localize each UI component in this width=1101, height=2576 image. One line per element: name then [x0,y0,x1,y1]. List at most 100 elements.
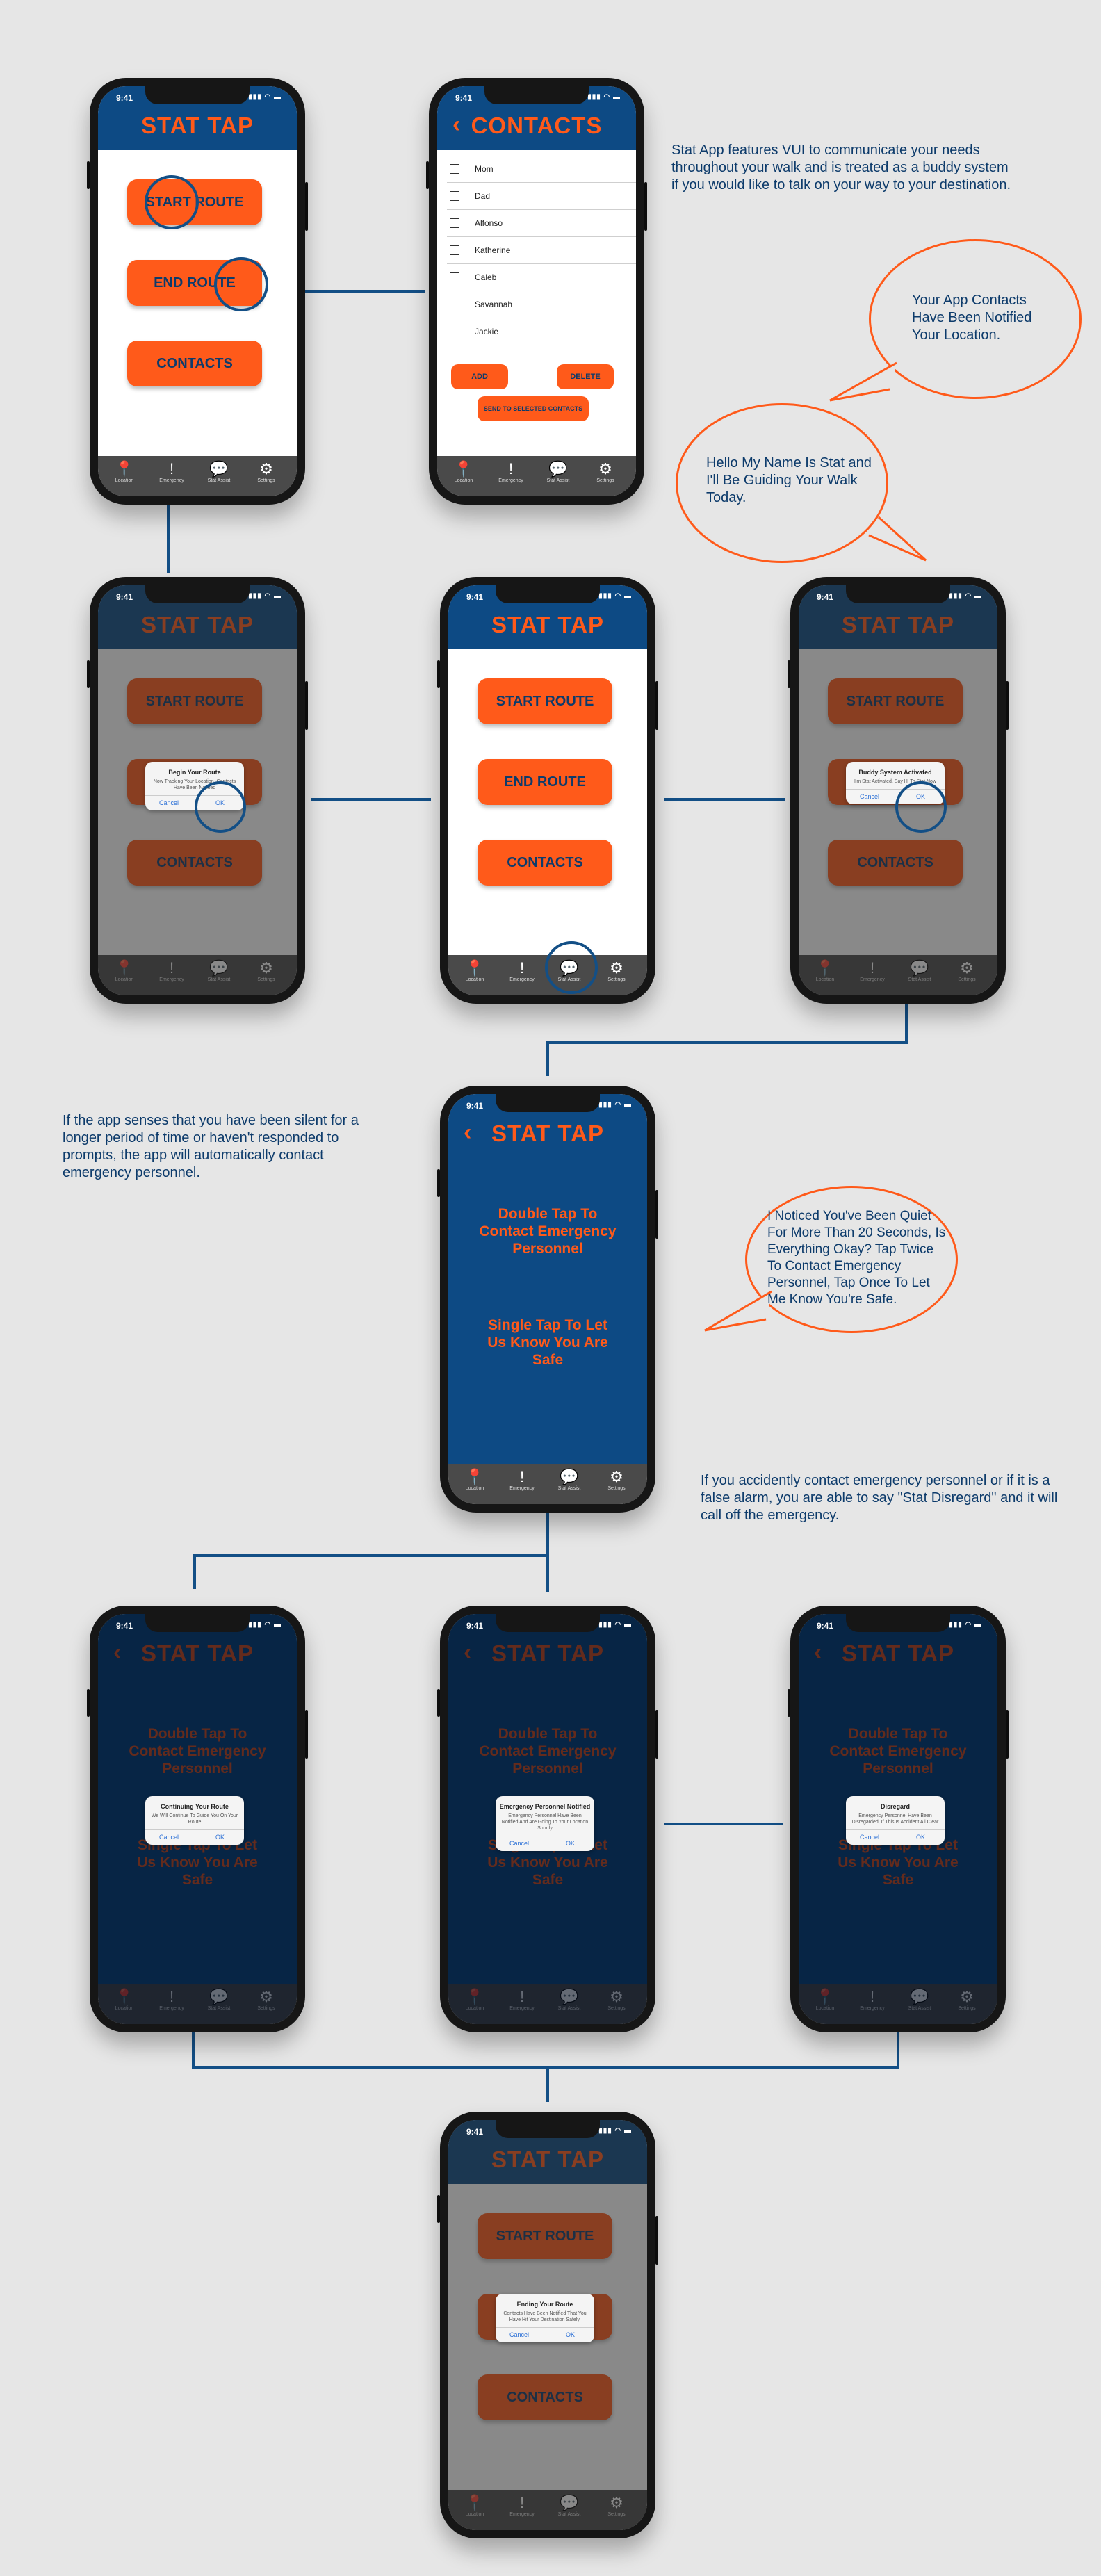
connector-line [311,798,431,801]
alert-icon: ! [169,460,174,478]
tab-emergency[interactable]: !Emergency [501,959,543,982]
alert-cancel-button[interactable]: Cancel [860,793,880,800]
app-title: STAT TAP [491,1120,604,1146]
chat-icon: 💬 [548,460,568,478]
alert-ok-button[interactable]: OK [215,1834,225,1841]
gear-icon: ⚙ [610,1468,623,1485]
contact-checkbox[interactable] [450,245,459,255]
contacts-button[interactable]: CONTACTS [478,840,612,886]
alert-emergency-notified: Emergency Personnel Notified Emergency P… [496,1796,594,1851]
tab-settings[interactable]: ⚙Settings [585,460,626,483]
connector-line [546,1041,908,1044]
tab-emergency[interactable]: !Emergency [501,1468,543,1491]
phone-screen: 9:41▮▮▮ ◠ ▬ ‹ STAT TAP Double Tap To Con… [98,1614,297,2024]
contact-name: Caleb [475,272,497,282]
connector-line [664,798,785,801]
back-arrow-icon[interactable]: ‹ [452,111,461,138]
alert-ok-button[interactable]: OK [915,1834,925,1841]
tab-location[interactable]: 📍Location [443,460,484,483]
tab-settings[interactable]: ⚙Settings [245,460,287,483]
contact-name: Dad [475,191,491,201]
phone-screen: 9:41▮▮▮ ◠ ▬ STAT TAP START ROUTE END ROU… [799,585,997,995]
connector-line [264,290,425,293]
signal-icon: ▮▮▮ ◠ ▬ [598,592,632,600]
alert-ok-button[interactable]: OK [565,2331,575,2338]
alert-cancel-button[interactable]: Cancel [509,1840,530,1847]
tap-highlight-ring [145,175,199,229]
phone-screen: 9:41▮▮▮ ◠ ▬ STAT TAP START ROUTE END ROU… [448,2120,647,2530]
contact-row[interactable]: Mom [447,156,636,183]
add-contact-button[interactable]: ADD [451,364,508,389]
contact-name: Jackie [475,327,499,336]
contact-row[interactable]: Katherine [447,237,636,264]
chat-icon: 💬 [209,460,229,478]
map-pin-icon: 📍 [115,460,134,478]
tab-bar: 📍Location !Emergency 💬Stat Assist ⚙Setti… [98,456,297,496]
tab-stat-assist[interactable]: 💬Stat Assist [198,460,240,483]
connector-line [192,2066,899,2069]
contact-checkbox[interactable] [450,300,459,309]
contact-row[interactable]: Caleb [447,264,636,291]
phone-screen: 9:41▮▮▮ ◠ ▬ ‹ STAT TAP Double Tap To Con… [799,1614,997,2024]
phone-buddy-system: 9:41▮▮▮ ◠ ▬ STAT TAP START ROUTE END ROU… [788,577,1009,1004]
tab-stat-assist[interactable]: 💬Stat Assist [548,1468,590,1491]
contacts-button[interactable]: CONTACTS [127,341,262,386]
contact-checkbox[interactable] [450,191,459,201]
speech-bubble [676,403,888,563]
bubble-tail [704,1290,772,1332]
phone-emergency: 9:41▮▮▮ ◠ ▬ ‹ STAT TAP Double Tap To Con… [437,1086,658,1513]
contact-checkbox[interactable] [450,164,459,174]
contact-checkbox[interactable] [450,272,459,282]
alert-cancel-button[interactable]: Cancel [159,1834,179,1841]
phone-screen: 9:41▮▮▮ ◠ ▬ STAT TAP START ROUTE END ROU… [98,86,297,496]
note-vui: Stat App features VUI to communicate you… [671,142,1011,193]
phone-screen: 9:41▮▮▮ ◠ ▬ STAT TAP START ROUTE END ROU… [448,585,647,995]
end-route-button[interactable]: END ROUTE [478,759,612,805]
signal-icon: ▮▮▮ ◠ ▬ [248,93,282,101]
send-to-contacts-button[interactable]: SEND TO SELECTED CONTACTS [478,396,589,421]
tab-settings[interactable]: ⚙Settings [596,1468,637,1491]
alert-cancel-button[interactable]: Cancel [509,2331,530,2338]
tab-emergency[interactable]: !Emergency [151,460,193,483]
alert-continuing-route: Continuing Your Route We Will Continue T… [145,1796,244,1845]
phone-begin-route: 9:41▮▮▮ ◠ ▬ STAT TAP START ROUTE END ROU… [87,577,308,1004]
signal-icon: ▮▮▮ ◠ ▬ [248,1621,282,1629]
single-tap-prompt[interactable]: Single Tap To Let Us Know You Are Safe [487,1317,608,1368]
tab-location[interactable]: 📍Location [454,1468,496,1491]
map-pin-icon: 📍 [465,1468,484,1485]
connector-line [193,1554,549,1557]
tab-location[interactable]: 📍Location [454,959,496,982]
contact-checkbox[interactable] [450,218,459,228]
speech-bubble [745,1186,958,1333]
contact-row[interactable]: Dad [447,183,636,210]
contact-row[interactable]: Savannah [447,291,636,318]
contact-name: Katherine [475,245,511,255]
bubble-hello: Hello My Name Is Stat and I'll Be Guidin… [706,455,872,505]
gear-icon: ⚙ [598,460,612,478]
connector-line [193,1554,196,1589]
contact-row[interactable]: Jackie [447,318,636,345]
phone-screen: 9:41▮▮▮ ◠ ▬ STAT TAP START ROUTE END ROU… [98,585,297,995]
double-tap-prompt[interactable]: Double Tap To Contact Emergency Personne… [479,1206,617,1257]
alert-icon: ! [519,1468,525,1485]
tap-highlight-ring [214,257,268,311]
tab-emergency[interactable]: !Emergency [490,460,532,483]
start-route-button[interactable]: START ROUTE [478,678,612,724]
speech-bubble [869,239,1082,399]
contact-checkbox[interactable] [450,327,459,336]
tab-location[interactable]: 📍Location [104,460,145,483]
back-arrow-icon[interactable]: ‹ [464,1119,472,1146]
signal-icon: ▮▮▮ ◠ ▬ [949,1621,982,1629]
alert-ok-button[interactable]: OK [565,1840,575,1847]
alert-cancel-button[interactable]: Cancel [860,1834,880,1841]
contact-row[interactable]: Alfonso [447,210,636,237]
tab-stat-assist[interactable]: 💬Stat Assist [537,460,579,483]
alert-cancel-button[interactable]: Cancel [159,799,179,806]
gear-icon: ⚙ [259,460,273,478]
map-pin-icon: 📍 [454,460,473,478]
delete-contact-button[interactable]: DELETE [557,364,614,389]
contact-name: Savannah [475,300,513,309]
alert-icon: ! [508,460,514,478]
tab-settings[interactable]: ⚙Settings [596,959,637,982]
